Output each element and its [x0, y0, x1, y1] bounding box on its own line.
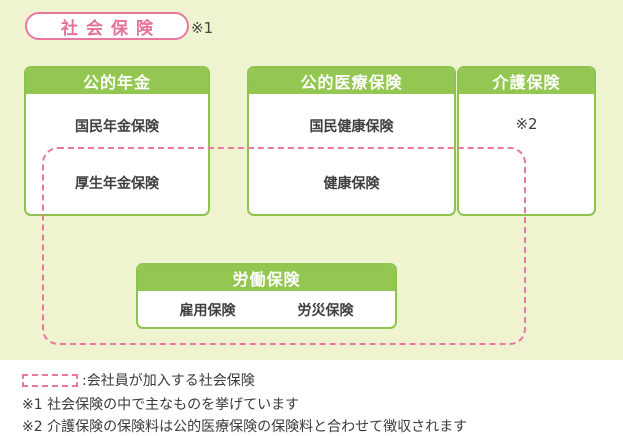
labor-insurance-header: 労働保険	[138, 265, 395, 291]
labor-insurance-box: 労働保険 雇用保険 労災保険	[136, 263, 397, 329]
nursing-care-note-mark: ※2	[515, 115, 538, 133]
public-medical-box: 公的医療保険 国民健康保険 健康保険	[247, 66, 456, 216]
social-insurance-title: 社会保険	[25, 12, 189, 40]
public-medical-header: 公的医療保険	[249, 68, 454, 94]
employee-pension-item: 厚生年金保険	[75, 176, 159, 192]
employment-insurance-item: 雇用保険	[179, 303, 236, 319]
legend-dashed: :会社員が加入する社会保険	[22, 370, 255, 390]
workers-comp-item: 労災保険	[297, 303, 354, 319]
nursing-care-box: 介護保険 ※2	[457, 66, 596, 216]
legend-dashed-label: :会社員が加入する社会保険	[82, 373, 255, 389]
nursing-care-header: 介護保険	[459, 68, 594, 94]
footnote-1: ※1 社会保険の中で主なものを挙げています	[22, 397, 300, 413]
diagram-panel: 社会保険 ※1 公的年金 国民年金保険 厚生年金保険 公的医療保険 国民健康保険…	[0, 0, 623, 360]
national-health-item: 国民健康保険	[309, 119, 394, 135]
dashed-swatch-icon	[22, 373, 78, 387]
national-pension-item: 国民年金保険	[75, 119, 159, 135]
title-footnote-mark: ※1	[191, 19, 214, 37]
public-pension-header: 公的年金	[26, 68, 208, 94]
footnote-2: ※2 介護保険の保険料は公的医療保険の保険料と合わせて徴収されます	[22, 419, 468, 435]
public-pension-box: 公的年金 国民年金保険 厚生年金保険	[24, 66, 210, 216]
health-insurance-item: 健康保険	[323, 176, 380, 192]
